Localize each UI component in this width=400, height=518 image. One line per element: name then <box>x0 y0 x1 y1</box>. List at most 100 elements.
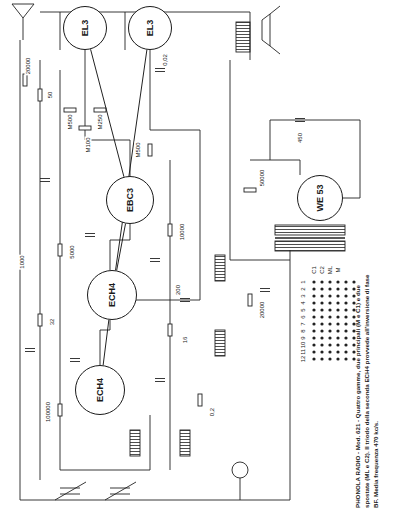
grid-wire <box>85 50 200 300</box>
component-value: 100000 <box>45 401 52 423</box>
capacitor-symbol <box>40 179 50 182</box>
switch-contact-dot <box>312 280 315 283</box>
if-transformer <box>215 330 225 356</box>
tube-symbol: EL3 <box>63 6 107 50</box>
component-value: 50 <box>47 91 54 100</box>
tube-label: EL3 <box>80 20 90 37</box>
switch-position-number: 4 <box>300 300 307 305</box>
switch-contact-dot <box>320 301 323 304</box>
switch-contact-dot <box>312 287 315 290</box>
switch-contact-dot <box>336 294 339 297</box>
signal-connector <box>103 320 109 365</box>
supply-wire <box>40 60 290 480</box>
switch-contact-dot <box>328 357 331 360</box>
ground-wire <box>20 40 290 500</box>
band-name: ML <box>327 265 334 275</box>
switch-contact-dot <box>328 336 331 339</box>
switch-contact-dot <box>344 343 347 346</box>
component-value: 200 <box>175 284 182 296</box>
band-name: C1 <box>311 265 318 275</box>
switch-contact-dot <box>320 357 323 360</box>
resistor-symbol <box>148 144 152 156</box>
switch-position-number: 2 <box>300 286 307 291</box>
capacitor-symbol <box>155 379 165 382</box>
switch-contact-dot <box>328 280 331 283</box>
resistor-symbol <box>64 108 76 112</box>
switch-contact-dot <box>320 280 323 283</box>
tube-symbol: EBC3 <box>106 176 154 224</box>
switch-contact-dot <box>344 336 347 339</box>
switch-contact-dot <box>320 336 323 339</box>
component-value: M500 <box>135 141 142 158</box>
loudspeaker-symbol <box>262 6 280 54</box>
switch-position-number: 7 <box>300 321 307 326</box>
output-transformer <box>236 22 250 52</box>
switch-position-number: 5 <box>300 307 307 312</box>
capacitor-symbol <box>70 359 80 362</box>
band-name: M <box>335 267 342 274</box>
capacitor-symbol <box>85 234 95 237</box>
switch-contact-dot <box>320 287 323 290</box>
resistor-symbol <box>38 89 42 101</box>
component-value: M250 <box>97 113 104 130</box>
component-value: M100 <box>85 136 92 153</box>
component-value: 0,2 <box>209 407 216 417</box>
component-value: 1000 <box>19 254 26 269</box>
switch-contact-dot <box>320 350 323 353</box>
switch-contact-dot <box>344 294 347 297</box>
switch-contact-dot <box>328 343 331 346</box>
switch-contact-dot <box>312 350 315 353</box>
capacitor-symbol <box>155 69 165 72</box>
component-value: 0,02 <box>162 53 169 67</box>
switch-contact-dot <box>344 350 347 353</box>
switch-contact-dot <box>352 280 355 283</box>
capacitor-symbol <box>260 289 270 292</box>
capacitor-symbol <box>25 349 35 352</box>
tube-symbol: WE 53 <box>297 175 343 221</box>
variable-capacitor <box>55 482 136 500</box>
tube-label: EL3 <box>145 20 155 37</box>
switch-position-number: 12 <box>300 355 307 364</box>
switch-position-number: 1 <box>300 279 307 284</box>
antenna-symbol <box>12 4 34 40</box>
antenna-input <box>232 462 248 478</box>
switch-contact-dot <box>336 287 339 290</box>
tube-symbol: EL3 <box>128 6 172 50</box>
power-transformer-secondary <box>275 241 345 251</box>
switch-contact-dot <box>344 308 347 311</box>
switch-contact-dot <box>328 301 331 304</box>
tube-symbol: ECH4 <box>87 270 137 320</box>
switch-contact-dot <box>336 357 339 360</box>
switch-contact-dot <box>328 350 331 353</box>
switch-contact-dot <box>312 294 315 297</box>
switch-contact-dot <box>312 329 315 332</box>
tube-label: WE 53 <box>315 184 325 211</box>
switch-contact-dot <box>328 322 331 325</box>
switch-contact-dot <box>336 322 339 325</box>
switch-contact-dot <box>336 329 339 332</box>
switch-contact-dot <box>328 308 331 311</box>
if-transformer <box>215 255 225 281</box>
switch-contact-dot <box>336 350 339 353</box>
switch-contact-dot <box>344 315 347 318</box>
switch-position-number: 3 <box>300 293 307 298</box>
switch-contact-dot <box>328 315 331 318</box>
component-value: 450 <box>297 132 304 144</box>
switch-contact-dot <box>320 315 323 318</box>
antenna-coil <box>180 430 190 456</box>
switch-contact-dot <box>320 308 323 311</box>
component-value: 5000 <box>69 244 76 259</box>
component-value: 32 <box>49 318 56 327</box>
switch-contact-dot <box>312 343 315 346</box>
switch-contact-dot <box>336 343 339 346</box>
caption-text: PHONOLA RADIO - Mod. 621 - Quattro gamme… <box>353 268 380 508</box>
switch-contact-dot <box>344 357 347 360</box>
switch-contact-dot <box>328 294 331 297</box>
tube-symbol: ECH4 <box>75 365 125 415</box>
component-value: 10000 <box>179 223 186 242</box>
switch-contact-dot <box>312 301 315 304</box>
power-transformer-primary <box>275 225 345 235</box>
switch-contact-dot <box>344 301 347 304</box>
